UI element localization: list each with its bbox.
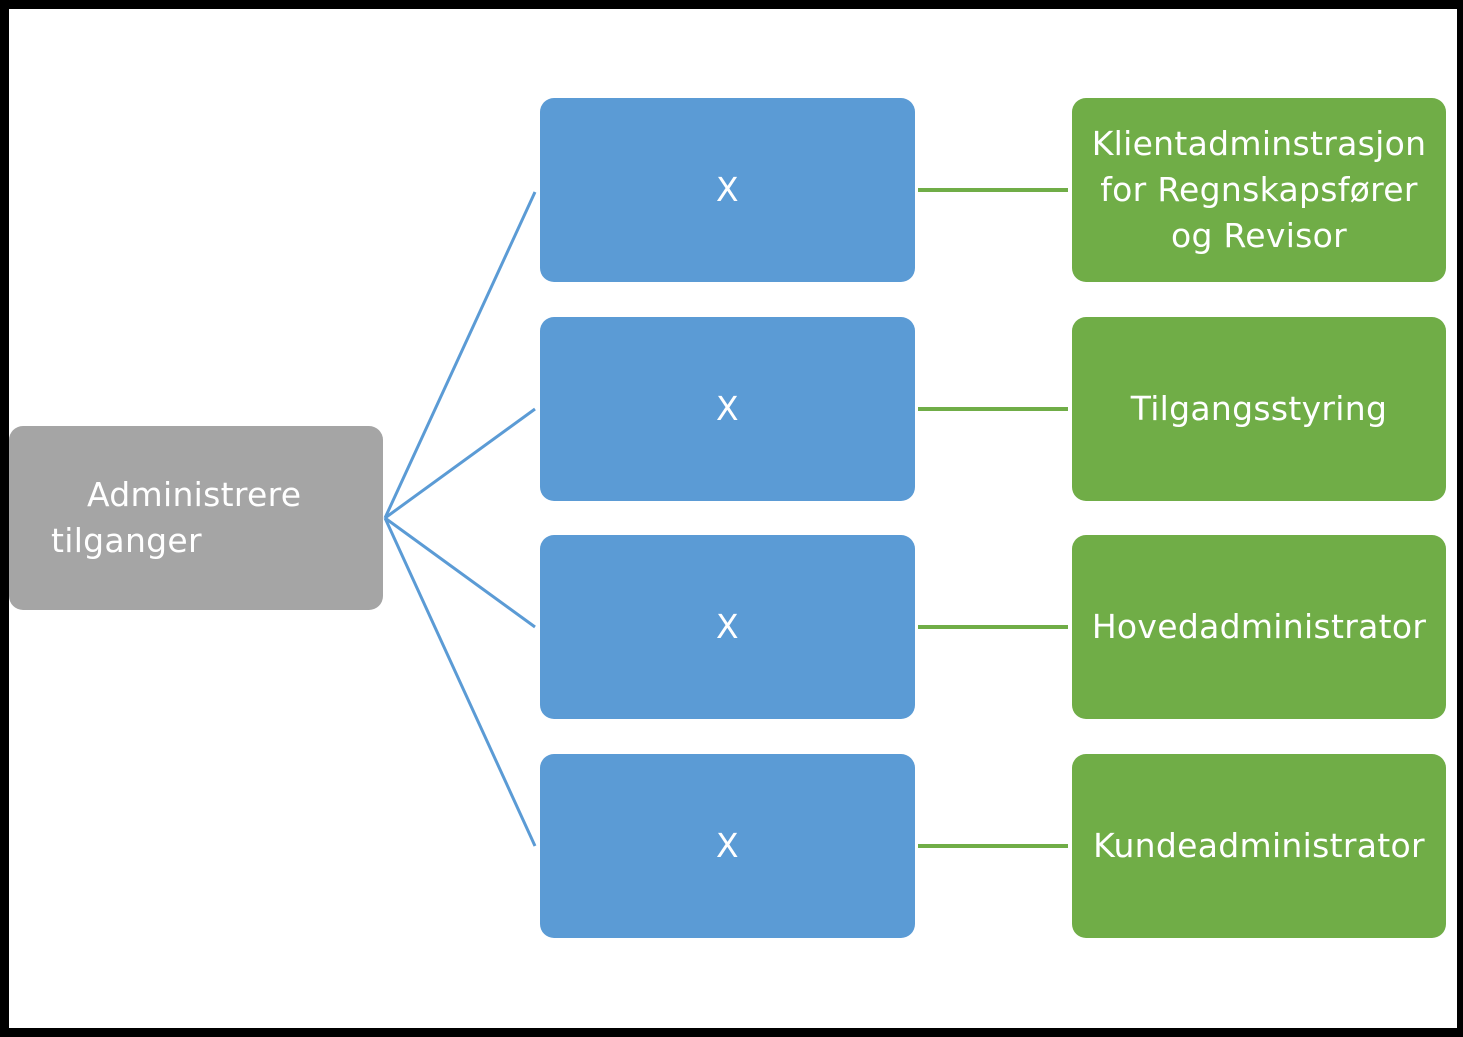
- connector-root-to-mid-2: [384, 407, 536, 520]
- leaf-node-label: Tilgangsstyring: [1130, 389, 1388, 428]
- leaf-node-label: Kundeadministrator: [1093, 826, 1425, 865]
- mid-node-label: X: [716, 170, 739, 209]
- connector-root-to-mid-4: [383, 517, 537, 847]
- root-node-label: Administrere tilganger: [51, 472, 341, 564]
- mid-to-leaf-connectors: [918, 188, 1068, 848]
- leaf-node-hovedadministrator: Hovedadministrator: [1072, 535, 1446, 719]
- leaf-node-klientadminstrasjon: Klientadminstrasjon for Regnskapsfører o…: [1072, 98, 1446, 282]
- leaf-node-tilgangsstyring: Tilgangsstyring: [1072, 317, 1446, 501]
- mid-node-3: X: [540, 535, 915, 719]
- root-node-label-line1: Administrere: [87, 475, 302, 514]
- mid-node-label: X: [716, 607, 739, 646]
- leaf-node-label: Hovedadministrator: [1091, 607, 1427, 646]
- root-node-label-line2: tilganger: [51, 521, 202, 560]
- mid-node-2: X: [540, 317, 915, 501]
- connector-root-to-mid-3: [384, 516, 536, 629]
- leaf-node-kundeadministrator: Kundeadministrator: [1072, 754, 1446, 938]
- connector-root-to-mid-1: [383, 191, 537, 519]
- root-node-administrere-tilganger: Administrere tilganger: [9, 426, 383, 610]
- root-to-mid-connectors: [383, 191, 537, 847]
- mid-node-1: X: [540, 98, 915, 282]
- mid-node-4: X: [540, 754, 915, 938]
- mid-node-label: X: [716, 389, 739, 428]
- mid-node-label: X: [716, 826, 739, 865]
- leaf-node-label: Klientadminstrasjon for Regnskapsfører o…: [1091, 124, 1427, 255]
